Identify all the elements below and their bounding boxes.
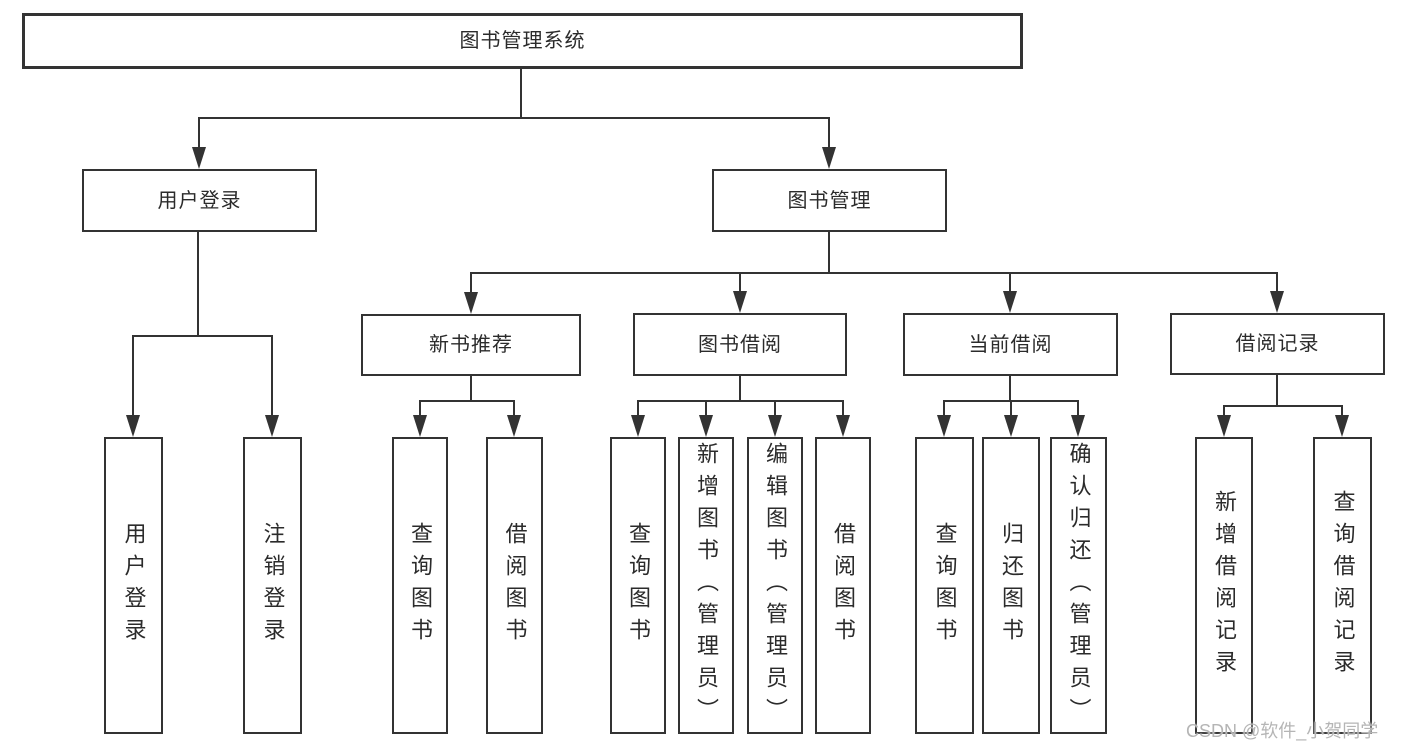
arrowhead-leaf-return xyxy=(1004,415,1018,437)
node-new-book-recommend: 新书推荐 xyxy=(361,314,581,376)
leaf-add-borrow-record-label: 新增借阅记录 xyxy=(1212,489,1237,682)
connector-book-management-stem xyxy=(828,232,830,272)
connector-current-borrow-stem xyxy=(1009,376,1011,400)
node-current-borrow: 当前借阅 xyxy=(903,313,1118,376)
connector-to-leaf-query-record xyxy=(1341,405,1343,418)
connector-new-book-stem xyxy=(470,376,472,400)
connector-to-user-login xyxy=(198,117,200,153)
node-borrow-records-label: 借阅记录 xyxy=(1235,333,1320,355)
leaf-borrow-book-2-label: 借阅图书 xyxy=(831,521,856,650)
leaf-add-book-admin: 新增图书（管理员） xyxy=(678,437,734,734)
arrowhead-new-book xyxy=(464,292,478,314)
leaf-query-book-3: 查询图书 xyxy=(915,437,974,734)
arrowhead-leaf-edit-book xyxy=(768,415,782,437)
node-library-system-label: 图书管理系统 xyxy=(459,30,586,52)
watermark: CSDN @软件_小贺同学 xyxy=(1186,721,1379,741)
arrowhead-current-borrow xyxy=(1003,291,1017,313)
leaf-user-login-label: 用户登录 xyxy=(121,521,147,650)
node-library-system: 图书管理系统 xyxy=(22,13,1023,69)
connector-to-book-management xyxy=(828,117,830,153)
arrowhead-book-management xyxy=(822,147,836,169)
arrowhead-leaf-query-record xyxy=(1335,415,1349,437)
node-book-management: 图书管理 xyxy=(712,169,947,232)
node-user-login: 用户登录 xyxy=(82,169,317,232)
node-borrow-records: 借阅记录 xyxy=(1170,313,1385,375)
connector-to-leaf-add-book xyxy=(705,400,707,418)
leaf-borrow-book-1-label: 借阅图书 xyxy=(502,521,528,650)
connector-to-leaf-borrow2 xyxy=(842,400,844,418)
connector-to-leaf-query2 xyxy=(637,400,639,418)
connector-to-leaf-return xyxy=(1010,400,1012,418)
arrowhead-leaf-confirm-return xyxy=(1071,415,1085,437)
arrowhead-leaf-logout xyxy=(265,415,279,437)
connector-to-leaf-confirm-return xyxy=(1077,400,1079,418)
connector-to-leaf-edit-book xyxy=(774,400,776,418)
connector-to-current-borrow xyxy=(1009,272,1011,294)
node-new-book-recommend-label: 新书推荐 xyxy=(429,334,513,356)
arrowhead-borrow-records xyxy=(1270,291,1284,313)
arrowhead-leaf-add-book xyxy=(699,415,713,437)
leaf-confirm-return-admin-label: 确认归还（管理员） xyxy=(1066,441,1092,730)
leaf-query-book-3-label: 查询图书 xyxy=(932,521,958,650)
connector-to-borrow-records xyxy=(1276,272,1278,294)
arrowhead-leaf-borrow1 xyxy=(507,415,521,437)
connector-user-login-stem xyxy=(197,232,199,335)
leaf-query-borrow-record-label: 查询借阅记录 xyxy=(1330,489,1356,682)
leaf-borrow-book-2: 借阅图书 xyxy=(815,437,871,734)
connector-book-management-bus xyxy=(470,272,1278,274)
connector-to-leaf-borrow1 xyxy=(513,400,515,418)
arrowhead-leaf-borrow2 xyxy=(836,415,850,437)
connector-to-leaf-query3 xyxy=(943,400,945,418)
leaf-borrow-book-1: 借阅图书 xyxy=(486,437,543,734)
arrowhead-user-login xyxy=(192,147,206,169)
leaf-return-book: 归还图书 xyxy=(982,437,1040,734)
node-book-borrow: 图书借阅 xyxy=(633,313,847,376)
leaf-return-book-label: 归还图书 xyxy=(999,521,1024,650)
node-user-login-label: 用户登录 xyxy=(157,189,242,212)
leaf-add-borrow-record: 新增借阅记录 xyxy=(1195,437,1253,734)
connector-root-stem xyxy=(520,69,522,117)
arrowhead-leaf-user-login xyxy=(126,415,140,437)
leaf-query-book-2-label: 查询图书 xyxy=(626,521,651,650)
arrowhead-leaf-query2 xyxy=(631,415,645,437)
connector-new-book-bus xyxy=(419,400,515,402)
connector-to-leaf-logout xyxy=(271,335,273,417)
arrowhead-leaf-query1 xyxy=(413,415,427,437)
leaf-edit-book-admin: 编辑图书（管理员） xyxy=(747,437,803,734)
node-book-borrow-label: 图书借阅 xyxy=(698,333,782,356)
connector-to-leaf-add-record xyxy=(1223,405,1225,418)
connector-borrow-records-bus xyxy=(1223,405,1343,407)
leaf-query-borrow-record: 查询借阅记录 xyxy=(1313,437,1372,734)
node-book-management-label: 图书管理 xyxy=(787,189,872,212)
leaf-query-book-2: 查询图书 xyxy=(610,437,666,734)
connector-book-borrow-stem xyxy=(739,376,741,400)
connector-book-borrow-bus xyxy=(637,400,844,402)
leaf-query-book-1-label: 查询图书 xyxy=(408,521,433,650)
leaf-query-book-1: 查询图书 xyxy=(392,437,448,734)
arrowhead-leaf-query3 xyxy=(937,415,951,437)
connector-to-new-book xyxy=(470,272,472,294)
connector-to-book-borrow xyxy=(739,272,741,294)
arrowhead-leaf-add-record xyxy=(1217,415,1231,437)
leaf-confirm-return-admin: 确认归还（管理员） xyxy=(1050,437,1107,734)
arrowhead-book-borrow xyxy=(733,291,747,313)
leaf-add-book-admin-label: 新增图书（管理员） xyxy=(694,441,719,730)
leaf-edit-book-admin-label: 编辑图书（管理员） xyxy=(763,441,788,730)
connector-borrow-records-stem xyxy=(1276,375,1278,405)
connector-root-bus xyxy=(198,117,830,119)
leaf-logout-label: 注销登录 xyxy=(260,521,286,650)
leaf-logout: 注销登录 xyxy=(243,437,302,734)
node-current-borrow-label: 当前借阅 xyxy=(968,333,1053,356)
leaf-user-login: 用户登录 xyxy=(104,437,163,734)
connector-to-leaf-query1 xyxy=(419,400,421,418)
connector-to-leaf-user-login xyxy=(132,335,134,417)
connector-user-login-bus xyxy=(132,335,273,337)
